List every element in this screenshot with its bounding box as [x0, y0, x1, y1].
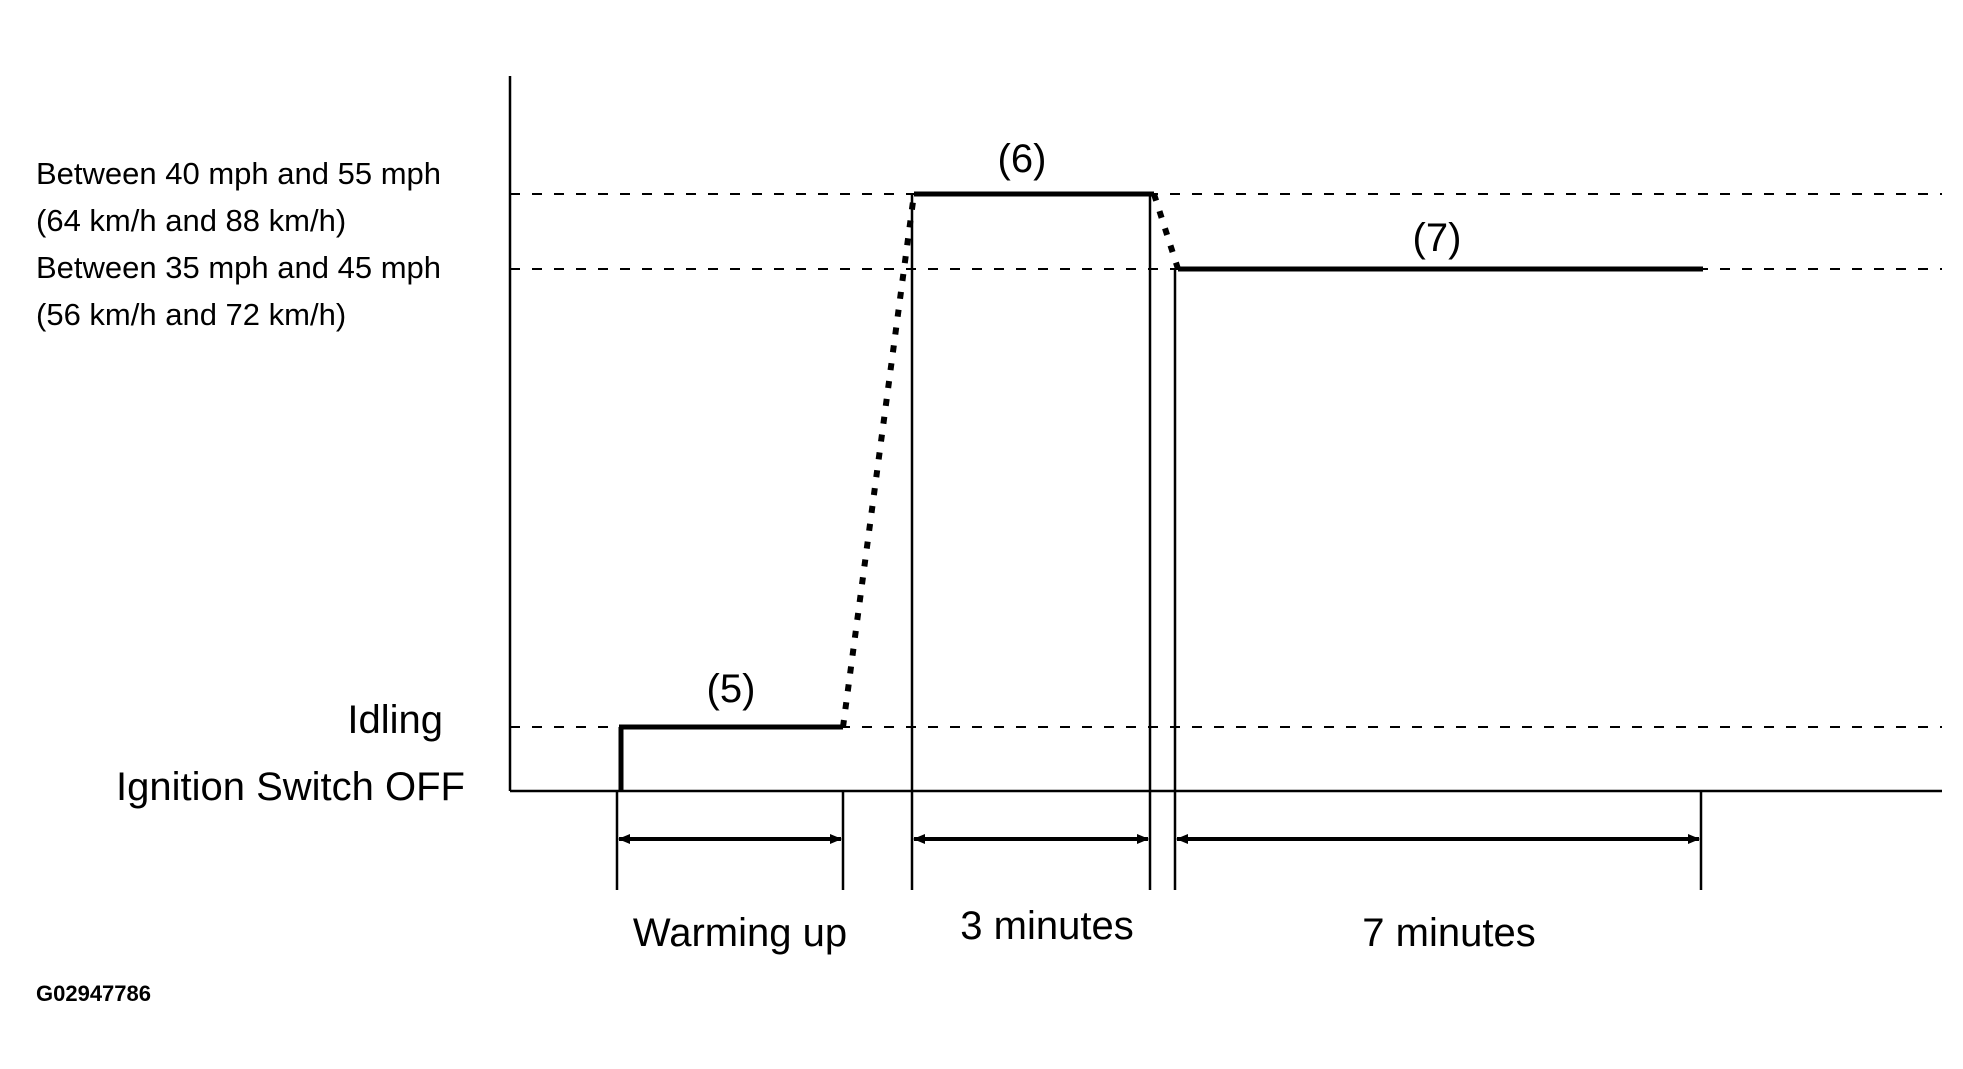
acceleration-dotted-ramp [840, 193, 917, 728]
step-5-label: (5) [707, 667, 756, 711]
three-minutes-label: 3 minutes [960, 904, 1133, 948]
speed-high-label-line1: Between 40 mph and 55 mph [36, 156, 441, 191]
ignition-off-label: Ignition Switch OFF [116, 765, 465, 809]
speed-mid-label-line1: Between 35 mph and 45 mph [36, 250, 441, 285]
step-7-label: (7) [1413, 216, 1462, 260]
speed-high-label-line2: (64 km/h and 88 km/h) [36, 203, 346, 238]
deceleration-dotted-ramp [1151, 193, 1181, 270]
idling-label: Idling [347, 698, 443, 742]
speed-mid-label-line2: (56 km/h and 72 km/h) [36, 297, 346, 332]
warming-up-label: Warming up [633, 911, 847, 955]
figure-code: G02947786 [36, 981, 151, 1006]
step-6-label: (6) [998, 137, 1047, 181]
seven-minutes-label: 7 minutes [1362, 911, 1535, 955]
